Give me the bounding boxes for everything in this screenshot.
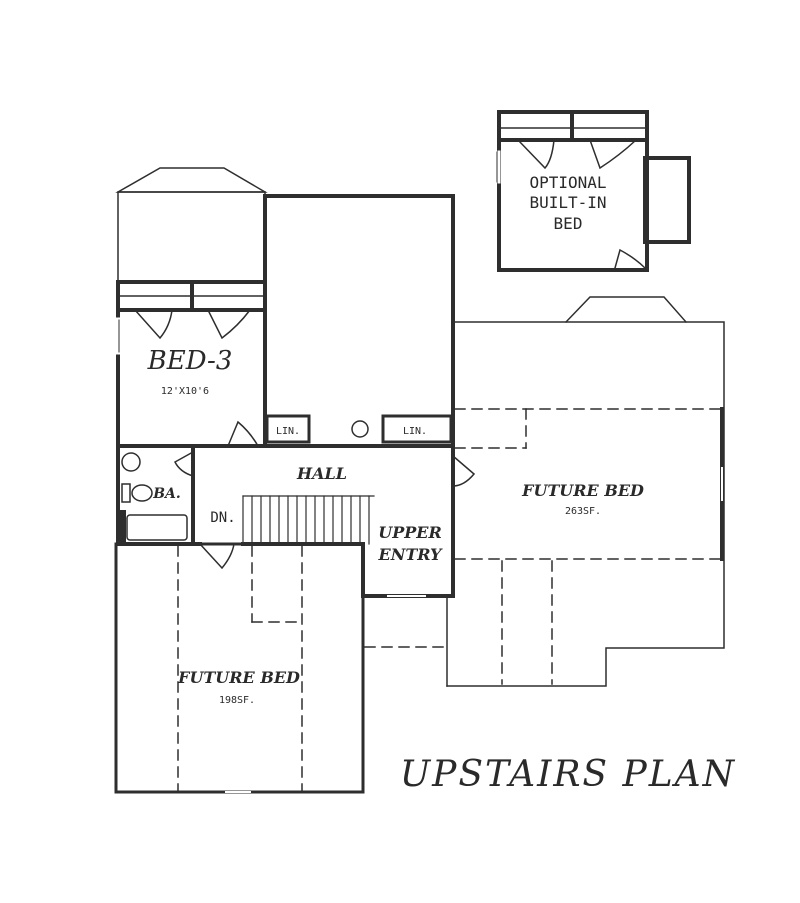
hall-label: HALL xyxy=(296,464,347,483)
future-bed-right-label: FUTURE BED xyxy=(521,481,644,500)
linen-left-label: LIN. xyxy=(276,426,300,437)
optional-label-line1: OPTIONAL xyxy=(529,173,606,192)
plan-title: UPSTAIRS PLAN xyxy=(400,754,736,795)
bed-3-size: 12'X10'6 xyxy=(161,386,209,397)
bed-3-label: BED-3 xyxy=(147,346,233,376)
upper-entry-line1: UPPER xyxy=(378,523,442,542)
bath-label: BA. xyxy=(152,486,181,502)
future-bed-left-area: 198SF. xyxy=(219,695,255,706)
open-to-below-area xyxy=(263,194,455,448)
optional-built-in-bed-inset xyxy=(496,110,691,272)
future-bed-right-room xyxy=(446,296,725,687)
future-bed-right-area: 263SF. xyxy=(565,506,601,517)
stairs-down-label: DN. xyxy=(210,510,235,526)
optional-label-line3: BED xyxy=(554,214,583,233)
upper-entry-line2: ENTRY xyxy=(378,545,444,564)
optional-label-line2: BUILT-IN xyxy=(529,193,606,212)
linen-right-label: LIN. xyxy=(403,426,427,437)
future-bed-left-label: FUTURE BED xyxy=(177,668,300,687)
roof-bay-left xyxy=(115,167,268,193)
staircase xyxy=(241,495,375,546)
